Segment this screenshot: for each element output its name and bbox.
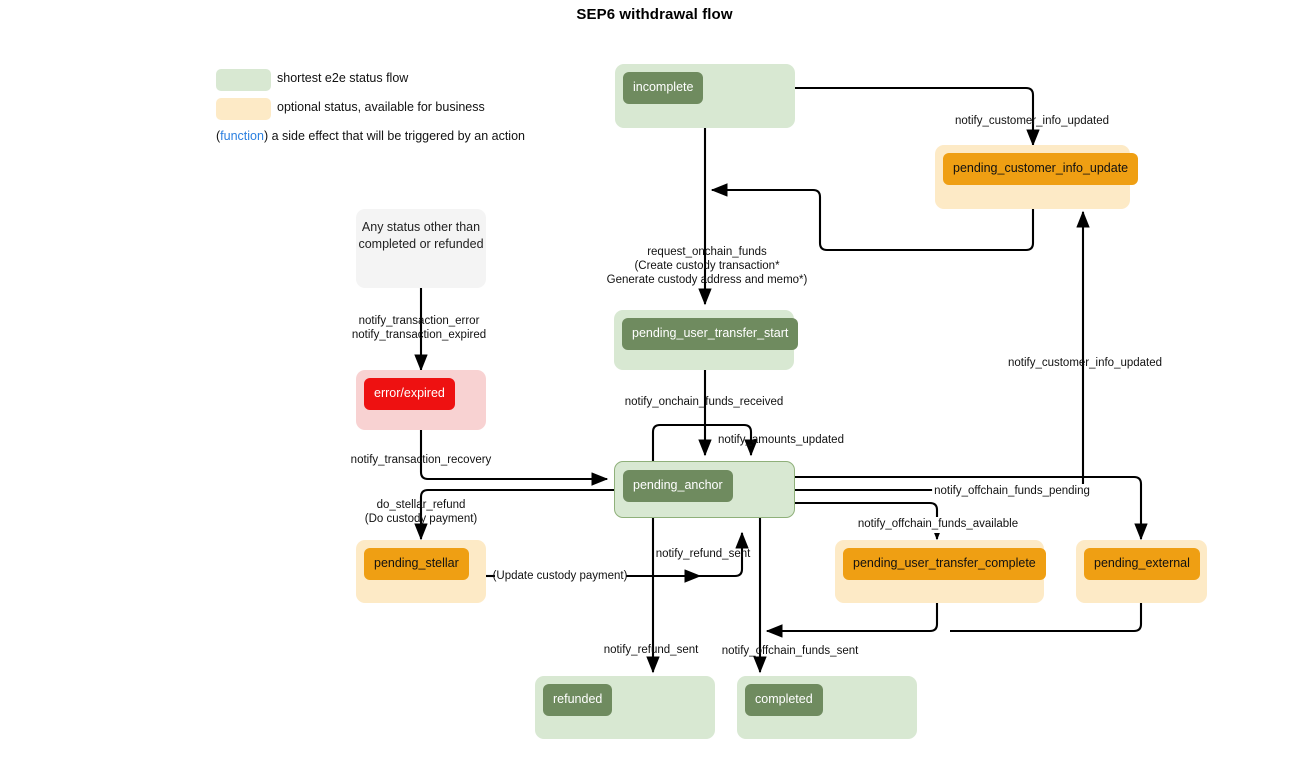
edge-label-notify-offchain-funds-pending: notify_offchain_funds_pending xyxy=(932,484,1092,500)
edge-label-create-custody-transaction: (Create custody transaction* xyxy=(634,260,780,272)
edge-pending-anchor-self-loop-left xyxy=(651,423,758,462)
node-incomplete[interactable]: incomplete xyxy=(615,64,795,128)
legend-label-shortest-flow: shortest e2e status flow xyxy=(277,71,409,85)
legend-function-text: a side effect that will be triggered by … xyxy=(268,129,525,143)
legend-swatch-green xyxy=(216,69,271,91)
edge-notify-refund-sent-up-to-pending-anchor xyxy=(734,531,749,578)
edge-label-notify-customer-info-updated-right: notify_customer_info_updated xyxy=(1007,357,1163,369)
node-pending-customer-info-update[interactable]: pending_customer_info_update xyxy=(935,145,1139,209)
edge-label-notify-onchain-funds-received: notify_onchain_funds_received xyxy=(624,396,784,408)
edge-label-notify-offchain-funds-available: notify_offchain_funds_available xyxy=(855,517,1021,533)
node-incomplete-label: incomplete xyxy=(623,72,704,104)
node-pending-anchor[interactable]: pending_anchor xyxy=(614,461,795,518)
node-pending-user-transfer-start-label: pending_user_transfer_start xyxy=(622,318,799,350)
node-pending-stellar-label: pending_stellar xyxy=(364,548,469,580)
legend-item-function-note: (function) a side effect that will be tr… xyxy=(216,129,525,143)
node-pending-anchor-label: pending_anchor xyxy=(623,470,733,502)
edge-label-notify-amounts-updated: notify_amounts_updated xyxy=(718,434,844,446)
edge-pending-anchor-to-pending-stellar xyxy=(414,488,614,541)
edge-label-notify-transaction-error: notify_transaction_error xyxy=(358,315,480,327)
edge-label-generate-custody-address: Generate custody address and memo*) xyxy=(606,274,808,286)
page-title: SEP6 withdrawal flow xyxy=(576,6,733,23)
edge-label-notify-refund-sent-up: notify_refund_sent xyxy=(655,548,751,560)
node-any-status-note-label: Any status other than completed or refun… xyxy=(358,220,484,251)
node-error-expired[interactable]: error/expired xyxy=(356,370,486,430)
edge-pending-user-transfer-complete-to-completed xyxy=(765,602,939,638)
node-any-status-note: Any status other than completed or refun… xyxy=(356,209,486,288)
edge-label-notify-customer-info-updated-top: notify_customer_info_updated xyxy=(954,115,1110,127)
node-completed-label: completed xyxy=(745,684,823,716)
legend-swatch-orange xyxy=(216,98,271,120)
edge-label-do-custody-payment: (Do custody payment) xyxy=(364,513,478,525)
edge-label-notify-transaction-expired: notify_transaction_expired xyxy=(351,329,487,341)
node-error-expired-label: error/expired xyxy=(364,378,455,410)
edge-label-notify-offchain-funds-sent: notify_offchain_funds_sent xyxy=(721,645,859,657)
legend-item-shortest-flow: shortest e2e status flow xyxy=(216,69,736,98)
legend-function-keyword: function xyxy=(220,129,264,143)
edge-error-expired-to-pending-anchor xyxy=(419,430,609,486)
legend: shortest e2e status flow optional status… xyxy=(216,69,736,143)
node-pending-customer-info-update-label: pending_customer_info_update xyxy=(943,153,1139,185)
edge-label-update-custody-payment: (Update custody payment) xyxy=(492,570,628,582)
edge-pending-anchor-to-pending-user-transfer-complete xyxy=(795,501,944,541)
legend-paren-close: ) xyxy=(263,129,269,143)
legend-paren-open: ( xyxy=(216,129,221,143)
edge-label-notify-refund-sent-down: notify_refund_sent xyxy=(603,644,699,656)
node-completed[interactable]: completed xyxy=(737,676,917,739)
node-pending-external-label: pending_external xyxy=(1084,548,1200,580)
edge-incomplete-to-pending-customer-info-update xyxy=(795,86,1040,147)
edge-label-notify-transaction-recovery: notify_transaction_recovery xyxy=(350,454,492,466)
node-pending-user-transfer-start[interactable]: pending_user_transfer_start xyxy=(614,310,799,370)
edge-pending-customer-info-update-to-incomplete xyxy=(710,183,1035,252)
legend-label-optional-status: optional status, available for business xyxy=(277,100,485,114)
edge-label-do-stellar-refund: do_stellar_refund xyxy=(376,499,466,511)
node-pending-user-transfer-complete[interactable]: pending_user_transfer_complete xyxy=(835,540,1046,603)
node-pending-stellar[interactable]: pending_stellar xyxy=(356,540,486,603)
edge-pending-external-to-completed xyxy=(950,602,1143,633)
node-refunded-label: refunded xyxy=(543,684,613,716)
edge-label-request-onchain-funds: request_onchain_funds xyxy=(647,246,767,258)
legend-item-optional-status: optional status, available for business xyxy=(216,98,736,127)
node-pending-external[interactable]: pending_external xyxy=(1076,540,1207,603)
edge-pending-anchor-to-pending-external xyxy=(795,475,1148,541)
node-pending-user-transfer-complete-label: pending_user_transfer_complete xyxy=(843,548,1046,580)
node-refunded[interactable]: refunded xyxy=(535,676,715,739)
